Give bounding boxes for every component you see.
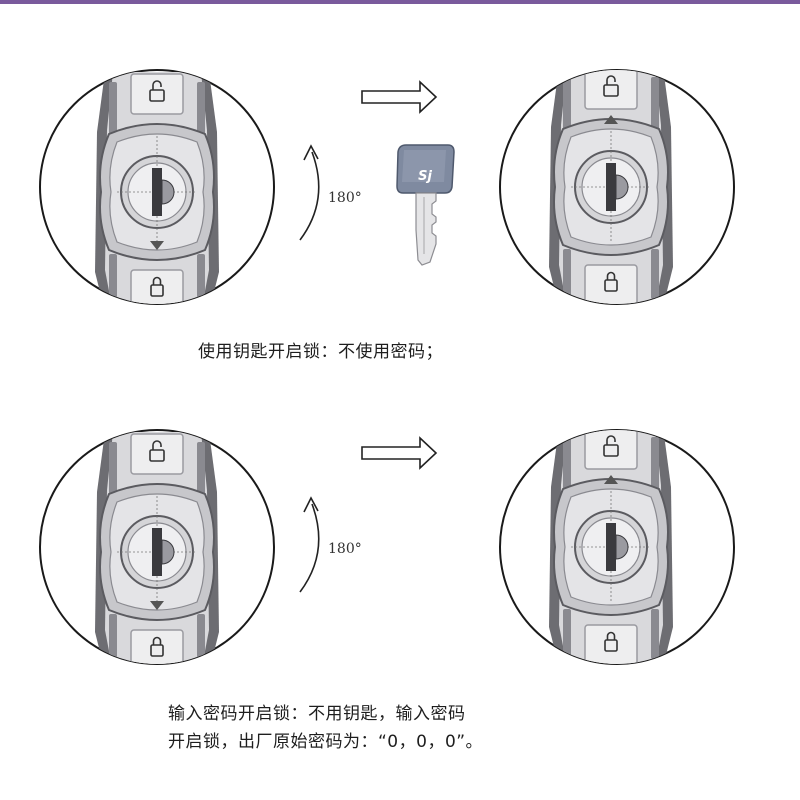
step1-lock-unlocked	[499, 69, 735, 305]
step2-caption-line: 输入密码开启锁：不用钥匙，输入密码	[168, 704, 466, 724]
rotate-arrow-icon	[299, 496, 320, 593]
rotation-angle-label: 180°	[328, 541, 362, 557]
arrow-right-icon	[361, 436, 438, 470]
step1-lock-locked	[39, 69, 275, 305]
key-icon: Sj	[396, 144, 455, 266]
rotation-angle-label: 180°	[328, 190, 362, 206]
top-accent-rule	[0, 0, 800, 4]
step2-caption: 输入密码开启锁：不用钥匙，输入密码 开启锁，出厂原始密码为：“0，0，0”。	[168, 700, 483, 756]
down-marker-icon	[150, 601, 164, 610]
up-marker-icon	[604, 475, 618, 484]
arrow-right-icon	[361, 80, 438, 114]
step2-caption-line: 开启锁，出厂原始密码为：“0，0，0”。	[168, 732, 484, 752]
step1-caption-line: 使用钥匙开启锁：不使用密码；	[198, 342, 443, 362]
step1-caption: 使用钥匙开启锁：不使用密码；	[198, 338, 443, 366]
step2-lock-locked	[39, 429, 275, 665]
key-logo: Sj	[418, 169, 432, 184]
rotate-arrow-icon	[299, 144, 320, 241]
up-marker-icon	[604, 115, 618, 124]
step2-lock-unlocked	[499, 429, 735, 665]
down-marker-icon	[150, 241, 164, 250]
